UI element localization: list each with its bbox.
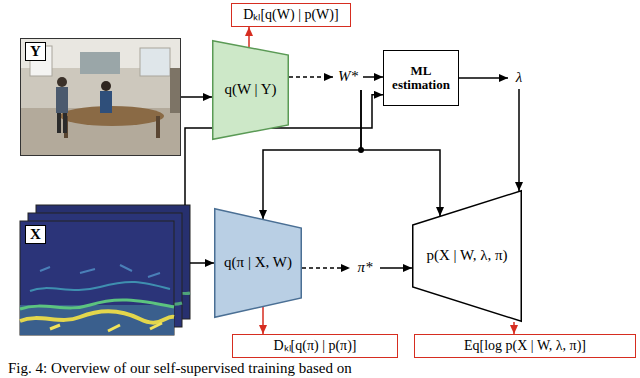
flow-arrow [380,267,412,269]
likelihood-term-box: Eq[log p(X | W, λ, π)] [414,334,636,358]
trapezoid-shape [213,41,289,140]
node-label: W* [338,68,358,85]
image-input: Y [20,38,181,156]
loss-arrow [248,27,250,47]
encoder-trapezoid: q(W | Y) [212,40,289,140]
flow-arrow [363,76,383,78]
loss-arrow [262,307,264,334]
node-label: p(X | W, λ, π) [426,247,507,264]
sample-symbol: π* [350,257,380,279]
text-group: p(X | W, λ, π) [426,247,507,264]
encoder-trapezoid: q(π | X, W) [214,208,302,318]
room-photo [20,38,181,156]
node-label: Y [25,42,46,61]
node-label: Dₖₗ[q(W) | p(W)] [243,7,338,23]
text-group: π* [357,259,372,276]
flow-arrow [518,89,520,191]
node-label: X [25,225,46,244]
node-label: ML estimation [384,64,458,93]
node-label: π* [357,259,372,276]
kl-term-box: Dₖₗ[q(W) | p(W)] [231,3,351,27]
process-box: ML estimation [383,50,459,106]
loss-arrow [513,322,515,334]
flow-arrow [190,262,214,264]
parameter-symbol: λ [508,67,530,89]
sampling-arrow [289,76,333,78]
text-group: Y [20,38,46,61]
decoder-trapezoid: p(X | W, λ, π) [412,190,522,322]
node-label: q(W | Y) [224,81,276,98]
text-group: W* [338,68,358,85]
node-label: Dₖₗ[q(π) | p(π)] [273,338,356,354]
flow-arrow [361,90,440,216]
sample-symbol: W* [333,66,363,88]
text-group: q(W | Y) [224,81,276,98]
text-group: Eq[log p(X | W, λ, π)] [464,338,586,354]
junction-dot [358,147,364,153]
text-group: Dₖₗ[q(W) | p(W)] [243,7,338,23]
spectrogram-stack [20,205,190,335]
caption: Fig. 4: Overview of our self-supervised … [8,360,352,377]
text-group: Dₖₗ[q(π) | p(π)] [273,338,356,354]
sampling-arrow [302,267,350,269]
flow-arrow [459,77,508,79]
trapezoid-shape [413,191,522,322]
text-group: q(π | X, W) [224,254,292,271]
node-label: λ [516,69,523,86]
text-group: ML estimation [384,64,458,93]
spectrogram-input: X [20,205,190,335]
flow-arrow [181,96,212,98]
trapezoid-shape [215,209,302,318]
node-label: Eq[log p(X | W, λ, π)] [464,338,586,354]
text-group: X [20,205,46,244]
text-group: λ [516,69,523,86]
node-label: q(π | X, W) [224,254,292,271]
kl-term-box: Dₖₗ[q(π) | p(π)] [232,334,398,358]
